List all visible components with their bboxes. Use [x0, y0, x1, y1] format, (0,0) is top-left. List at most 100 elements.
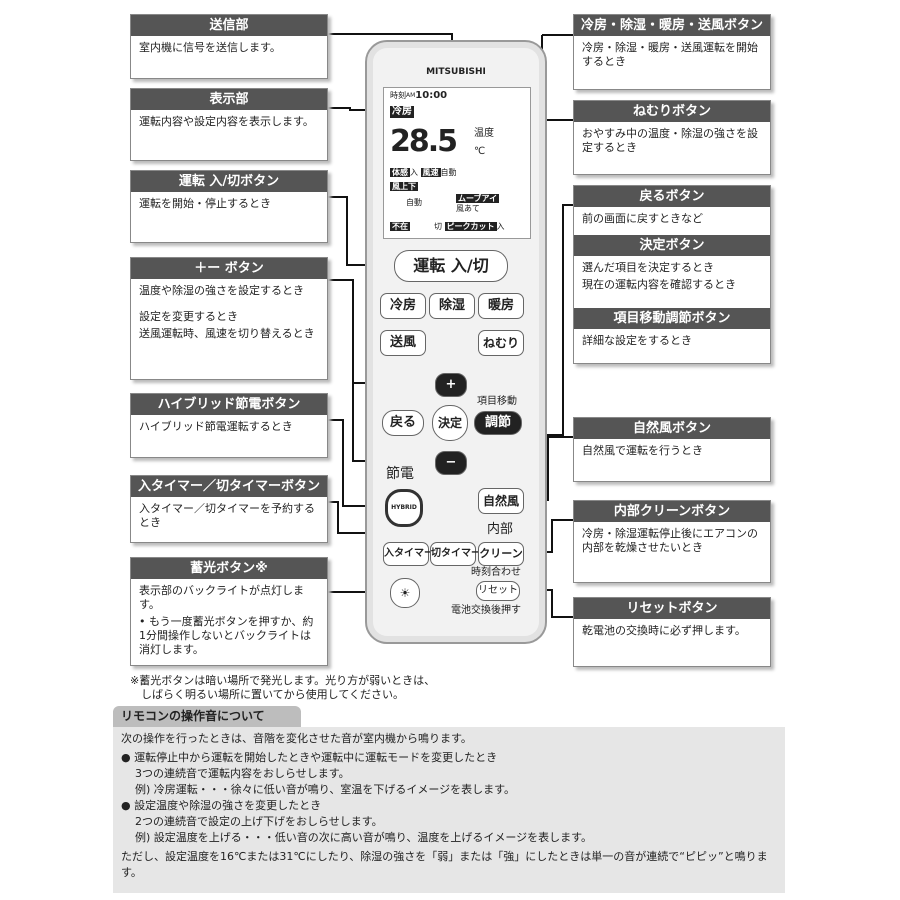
naibu-label: 内部: [486, 522, 513, 537]
callout-title: 運転 入/切ボタン: [131, 171, 327, 192]
callout-left-1: 表示部運転内容や設定内容を表示します。: [130, 88, 328, 161]
clock-label: 時刻: [390, 91, 406, 100]
peakcut-off: 切: [434, 222, 442, 231]
callout-text: 表示部のバックライトが点灯します。: [139, 584, 304, 611]
minus-button[interactable]: −: [435, 451, 467, 475]
taikan-value: 入: [410, 168, 418, 177]
cool-button[interactable]: 冷房: [380, 293, 426, 319]
callout-text: 運転内容や設定内容を表示します。: [139, 115, 314, 128]
callout-title: ハイブリッド節電ボタン: [131, 394, 327, 415]
callout-body: 表示部のバックライトが点灯します。 • もう一度蓄光ボタンを押すか、約1分間操作し…: [131, 579, 327, 665]
callout-title: 項目移動調節ボタン: [574, 308, 770, 329]
callout-text: 現在の運転内容を確認するとき: [582, 278, 736, 291]
backlight-button[interactable]: ☀: [390, 578, 420, 608]
callout-title: 戻るボタン: [574, 186, 770, 207]
callout-left-0: 送信部室内機に信号を送信します。: [130, 14, 328, 79]
callout-body: 冷房・除湿・暖房・送風運転を開始するとき: [574, 36, 770, 89]
callout-title: 入タイマー／切タイマーボタン: [131, 476, 327, 497]
sound-line: 例) 冷房運転・・・徐々に低い音が鳴り、室温を下げるイメージを表します。: [135, 783, 516, 796]
callout-title: 送信部: [131, 15, 327, 36]
brand-logo: MITSUBISHI: [426, 67, 486, 77]
power-button[interactable]: 運転 入/切: [394, 250, 508, 282]
kazeate-label: 風あて: [456, 204, 480, 213]
setsuden-label: 節電: [386, 466, 414, 482]
callout-title: 内部クリーンボタン: [574, 501, 770, 522]
clock-set-label: 時刻合わせ: [471, 567, 521, 578]
ok-button[interactable]: 決定: [432, 405, 468, 441]
sound-line: ただし、設定温度を16℃または31℃にしたり、除湿の強さを「弱」または「強」にし…: [121, 850, 768, 879]
callout-text: 乾電池の交換時に必ず押します。: [582, 624, 746, 637]
callout-title: 冷房・除湿・暖房・送風ボタン: [574, 15, 770, 36]
footnote-line: ※蓄光ボタンは暗い場所で発光します。光り方が弱いときは、: [130, 674, 436, 687]
reset-button[interactable]: リセット: [476, 581, 520, 601]
fan-button[interactable]: 送風: [380, 330, 426, 356]
callout-title: ねむりボタン: [574, 101, 770, 122]
callout-text: 自然風で運転を行うとき: [582, 444, 703, 457]
callout-title: 自然風ボタン: [574, 418, 770, 439]
callout-text: 温度や除湿の強さを設定するとき: [139, 284, 304, 297]
heat-button[interactable]: 暖房: [478, 293, 524, 319]
callout-text: 運転を開始・停止するとき: [139, 197, 271, 210]
callout-text: 設定を変更するとき: [139, 310, 238, 323]
dry-button[interactable]: 除湿: [429, 293, 475, 319]
adjust-label: 項目移動: [477, 396, 517, 407]
peakcut-on: 入: [496, 222, 505, 231]
callout-left-6: 蓄光ボタン※ 表示部のバックライトが点灯します。 • もう一度蓄光ボタンを押すか、約…: [130, 557, 328, 666]
callout-text: 室内機に信号を送信します。: [139, 41, 281, 54]
callout-title: ＋ー ボタン: [131, 258, 327, 279]
callout-text: 送風運転時、風速を切り替えるとき: [139, 327, 315, 340]
sound-line: 3つの連続音で運転内容をおしらせします。: [135, 767, 350, 780]
reset-note: 電池交換後押す: [451, 605, 521, 616]
back-button[interactable]: 戻る: [382, 410, 424, 436]
sleep-button[interactable]: ねむり: [478, 330, 524, 356]
callout-right-7: リセットボタン乾電池の交換時に必ず押します。: [573, 597, 771, 667]
callout-text: ハイブリッド節電運転するとき: [139, 420, 293, 433]
callout-body: 温度や除湿の強さを設定するとき設定を変更するとき送風運転時、風速を切り替えるとき: [131, 279, 327, 379]
unit-label: ℃: [474, 146, 486, 157]
sound-line: 例) 設定温度を上げる・・・低い音の次に高い音が鳴り、温度を上げるイメージを表し…: [135, 831, 593, 844]
callout-group-navigation: 戻るボタン前の画面に戻すときなど決定ボタン選んだ項目を決定するとき現在の運転内容…: [573, 185, 771, 364]
callout-text: 前の画面に戻すときなど: [582, 212, 703, 225]
am-label: AM: [406, 92, 416, 99]
callout-right-2: 戻るボタン前の画面に戻すときなど: [574, 186, 770, 235]
callout-text: 選んだ項目を決定するとき: [582, 261, 714, 274]
natural-wind-button[interactable]: 自然風: [478, 488, 524, 514]
callout-body: 前の画面に戻すときなど: [574, 207, 770, 235]
callout-right-1: ねむりボタンおやすみ中の温度・除湿の強さを設定するとき: [573, 100, 771, 175]
off-timer-button[interactable]: 切タイマー: [430, 542, 481, 566]
callout-body: 運転内容や設定内容を表示します。: [131, 110, 327, 160]
callout-title: 決定ボタン: [574, 235, 770, 256]
sound-line: 2つの連続音で設定の上げ下げをおしらせします。: [135, 815, 383, 828]
clean-button[interactable]: クリーン: [478, 542, 524, 566]
callout-title: 蓄光ボタン※: [131, 558, 327, 579]
lcd-display: 時刻AM10:00 冷房 28.5 温度 ℃ 体感入 風速自動 風上下 自動 ム…: [383, 87, 531, 239]
sound-line: ● 運転停止中から運転を開始したときや運転中に運転モードを変更したとき: [121, 751, 498, 764]
on-timer-button[interactable]: 入タイマー: [383, 542, 434, 566]
peakcut-indicator: ピークカット: [444, 222, 497, 231]
callout-text: • もう一度蓄光ボタンを押すか、約1分間操作しないとバックライトは消灯します。: [139, 615, 314, 656]
callout-left-4: ハイブリッド節電ボタンハイブリッド節電運転するとき: [130, 393, 328, 458]
callout-body: おやすみ中の温度・除湿の強さを設定するとき: [574, 122, 770, 174]
callout-title: リセットボタン: [574, 598, 770, 619]
hybrid-button[interactable]: HYBRID: [385, 489, 423, 527]
callout-body: 運転を開始・停止するとき: [131, 192, 327, 242]
callout-right-4: 項目移動調節ボタン詳細な設定をするとき: [574, 308, 770, 363]
callout-body: 自然風で運転を行うとき: [574, 439, 770, 481]
mode-indicator: 冷房: [390, 106, 414, 118]
callout-right-6: 内部クリーンボタン冷房・除湿運転停止後にエアコンの内部を乾燥させたいとき: [573, 500, 771, 583]
callout-body: ハイブリッド節電運転するとき: [131, 415, 327, 457]
temp-readout: 28.5: [390, 124, 458, 159]
callout-left-5: 入タイマー／切タイマーボタン入タイマー／切タイマーを予約するとき: [130, 475, 328, 543]
temp-label: 温度: [474, 128, 494, 139]
callout-left-3: ＋ー ボタン温度や除湿の強さを設定するとき設定を変更するとき送風運転時、風速を切…: [130, 257, 328, 380]
callout-body: 入タイマー／切タイマーを予約するとき: [131, 497, 327, 542]
taikan-indicator: 体感: [390, 168, 410, 177]
footnote: ※蓄光ボタンは暗い場所で発光します。光り方が弱いときは、 しばらく明るい場所に置…: [130, 674, 435, 702]
adjust-button[interactable]: 調節: [474, 411, 522, 435]
sound-section: 次の操作を行ったときは、音階を変化させた音が室内機から鳴ります。 ● 運転停止中…: [113, 727, 785, 893]
plus-button[interactable]: +: [435, 373, 467, 397]
callout-right-5: 自然風ボタン自然風で運転を行うとき: [573, 417, 771, 482]
callout-body: 詳細な設定をするとき: [574, 329, 770, 363]
footnote-line: しばらく明るい場所に置いてから使用してください。: [130, 688, 405, 701]
callout-right-3: 決定ボタン選んだ項目を決定するとき現在の運転内容を確認するとき: [574, 235, 770, 308]
